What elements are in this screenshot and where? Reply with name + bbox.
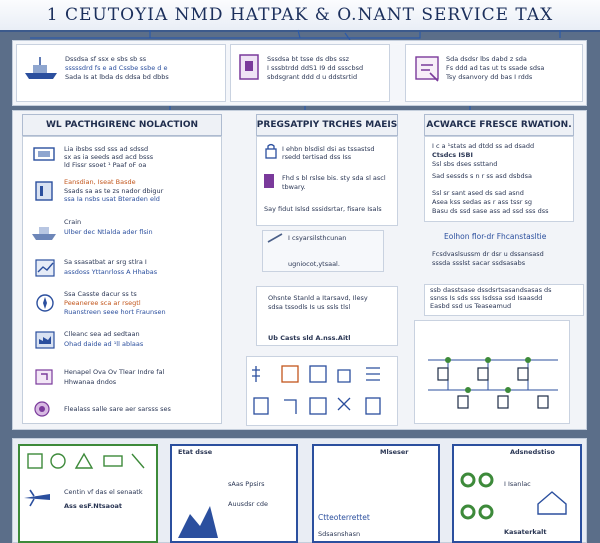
middle-note-3: Ub Casts sld A.nss.Aitl: [268, 334, 351, 342]
left-item-6-a: Clleanc sea ad sedtaan: [64, 330, 140, 338]
left-item-7-a: Henapel Ova Ov Tlear Indre fal: [64, 368, 165, 376]
top-card-3: Sda dsdsr lbs dabd z sda Fs ddd ad tas u…: [405, 44, 583, 102]
bottom-2-c: Auusdsr cde: [228, 500, 269, 508]
top-card-2-line2: I sssbtrdd ddS1 I9 dd ssscbsd: [267, 64, 364, 72]
bottom-3-a: Mlseser: [380, 448, 409, 456]
folder-icon: [264, 174, 274, 188]
left-item-5-b: Peeaneree sca ar rsegtl: [64, 299, 141, 307]
left-item-7-b: Hhwanaa dndos: [64, 378, 117, 386]
house-icon: [537, 491, 567, 515]
right-column-header: ACWARCE FRESCE RWATION.: [424, 114, 574, 136]
top-card-2-line1: Sssdsa bt tsse ds dbs ssz: [267, 55, 350, 63]
compass-icon: [36, 294, 54, 312]
bottom-3-c: Sdsasnshasn: [318, 530, 361, 538]
middle-card-1: [256, 136, 398, 226]
flow-diagram-graphics: [428, 357, 558, 409]
document-icon: [239, 54, 259, 80]
middle-tag-card: [262, 230, 384, 272]
left-item-3-b: Ulber dec Ntlalda ader flsin: [64, 228, 153, 236]
middle-item-1-b: rsedd tertisad dss Iss: [282, 153, 352, 161]
right-note: Fcsdvaslsussm dr dsr u dssansasd: [432, 250, 544, 258]
right-note-b: sssda ssslst sacar ssdsasabs: [432, 259, 526, 267]
top-card-3-line2: Fs ddd ad tas ut ts ssade sdsa: [446, 64, 545, 72]
seal-icon: [34, 401, 50, 417]
middle-item-3-a: Say fidut Islsd sssidsrtar, fisare Isals: [264, 205, 382, 213]
icon-grid-graphics: [252, 365, 381, 415]
right-box: [424, 284, 584, 316]
top-card-3-line3: Tsy dsanvory dd bas I rdds: [446, 73, 533, 81]
bottom-1-a: Centin vf das el senaatk: [64, 488, 143, 496]
top-card-2-line3: sbdsgrant ddd d u ddstsrtid: [267, 73, 358, 81]
top-card-1-line2: sssssdrd fs e ad Cssbe ssbe d e: [65, 64, 168, 72]
right-item-1-b: Ctsdcs ISBI: [432, 151, 473, 159]
middle-item-2-b: tbwary.: [282, 183, 306, 191]
left-item-8-a: Flealass salle sare aer sarsss ses: [64, 405, 171, 413]
left-item-3-a: Crain: [64, 218, 82, 226]
left-item-2-b: Ssads sa as te zs nador dbigur: [64, 187, 164, 195]
top-card-2: Sssdsa bt tsse ds dbs ssz I sssbtrdd ddS…: [230, 44, 390, 102]
top-card-3-line1: Sda dsdsr lbs dabd z sda: [446, 55, 527, 63]
right-item-3-b: Asea kss sedas as r ass tssr sg: [432, 198, 533, 206]
middle-tag-1: I csyarsilsthcunan: [288, 234, 347, 242]
right-item-3-a: Ssl sr sant ased ds sad asnd: [432, 189, 524, 197]
left-item-1-c: ld Fissr ssoet ¹ Paaf oF oa: [64, 161, 147, 169]
right-box-b: ssnss Is sds sss Isdssa ssd Isaasdd: [430, 294, 543, 302]
top-card-1-line1: Dssdsa sf ssx e sbs sb ss: [65, 55, 147, 63]
tablet-icon: [33, 147, 55, 161]
left-column-header: WL PACTHGIRENC NOLACTION: [22, 114, 222, 136]
bottom-2-b: sAas Ppsirs: [228, 480, 265, 488]
chart-line-icon: [35, 259, 55, 277]
green-rings-icon: [460, 472, 494, 520]
left-item-1-a: Lia ibsbs ssd sss ad sdssd: [64, 145, 149, 153]
right-card-1: [424, 136, 574, 222]
factory-icon: [35, 331, 55, 349]
title-banner: 1 CEUTOYIA NMD HATPAK & O.NANT SERVICE T…: [0, 0, 600, 32]
ship-icon: [25, 57, 57, 79]
left-item-5-c: Ruanstreen seee hort Fraunsen: [64, 308, 166, 316]
bottom-2-a: Etat dsse: [178, 448, 213, 456]
right-item-1-a: I c a ¹stats ad dtdd ss ad dsadd: [432, 142, 535, 150]
airplane-icon: [24, 489, 50, 507]
right-link[interactable]: Eolhon flor-dr Fhcanstasltie: [444, 233, 547, 241]
icons-row-graphics: [27, 452, 145, 469]
left-item-2-a: Eansdian, Iseat Basde: [64, 178, 136, 186]
top-card-1-line3: Sada Is at lbda ds ddsa bd dbbs: [65, 73, 169, 81]
middle-note-2: sdsa tssodls Is us ssls tlsl: [268, 303, 351, 311]
pen-icon: [267, 233, 283, 243]
bottom-card-4: [452, 444, 582, 543]
chart-mountain-icon: [178, 506, 218, 538]
left-column: [22, 136, 222, 424]
page-title: 1 CEUTOYIA NMD HATPAK & O.NANT SERVICE T…: [46, 5, 554, 25]
left-item-1-b: sx as ia seeds asd acd bsss: [64, 153, 154, 161]
bottom-4-b: I Isanlac: [504, 480, 531, 488]
middle-tag-2: ugniocot,ytsaal.: [288, 260, 340, 268]
middle-note-card: [256, 286, 398, 346]
clipboard-icon: [415, 56, 439, 82]
bottom-4-c: Kasaterkalt: [504, 528, 547, 536]
middle-item-2-a: Fhd s bl rslse bis. sty sda sl ascl: [282, 174, 386, 182]
left-item-4-b: assdoss Yttanrloss A Hhabas: [64, 268, 158, 276]
book-icon: [35, 181, 53, 201]
left-item-5-a: Ssa Casste dacur ss ts: [64, 290, 137, 298]
bottom-3-b: Ctteoterrettet: [318, 514, 370, 522]
right-flow-diagram: [414, 320, 570, 424]
left-item-2-b2: ssa Ia nsbs usat Bteraden eld: [64, 195, 160, 203]
middle-column-header: PREGSATPIY TRCHES MAEIS: [256, 114, 398, 136]
lock-icon: [265, 143, 277, 159]
top-card-1: Dssdsa sf ssx e sbs sb ss sssssdrd fs e …: [16, 44, 226, 102]
right-item-2-a: Sad sessds s n r ss asd dsbdsa: [432, 172, 532, 180]
right-item-3-c: Basu ds ssd sase ass ad ssd sss dss: [432, 207, 549, 215]
bottom-card-3: [312, 444, 440, 543]
middle-item-1-a: I ehbn blsdisl dsi as tssastsd: [282, 145, 375, 153]
left-item-4-a: Sa ssasatbat ar srg stlra I: [64, 258, 147, 266]
right-box-c: Easbd ssd us Teaseamud: [430, 302, 512, 310]
bottom-1-b: Ass esF.Ntsaoat: [64, 502, 123, 510]
bottom-4-a: Adsnedstiso: [510, 448, 555, 456]
left-item-6-b: Ohad daide ad ¹ll ablaas: [64, 340, 144, 348]
tag-icon: [35, 369, 53, 385]
boat-icon: [32, 227, 56, 240]
right-box-a: ssb dasstsase dssdsrtsasandsasas ds: [430, 286, 552, 294]
middle-note-1: Ohsnte Stanld a Itarsavd, Ilesy: [268, 294, 368, 302]
right-item-1-c: Ssl sbs dses ssttand: [432, 160, 498, 168]
